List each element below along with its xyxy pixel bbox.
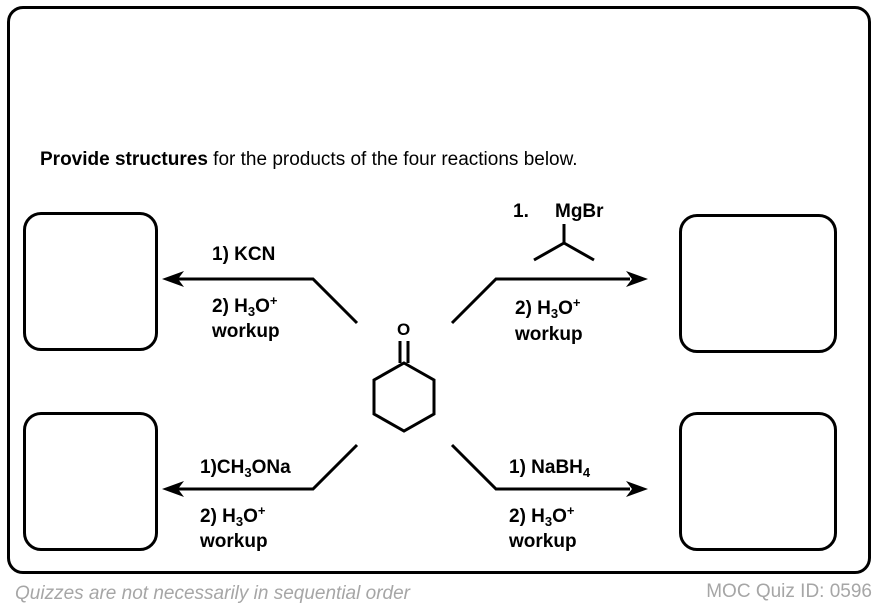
footer-disclaimer: Quizzes are not necessarily in sequentia… (15, 583, 410, 604)
text: 2) H (509, 506, 545, 527)
text: O (558, 298, 573, 319)
reagent-top-right-step2: 2) H3O+ (515, 295, 581, 321)
answer-box-top-left[interactable] (23, 212, 158, 351)
subscript: 3 (244, 465, 252, 480)
text: O (243, 506, 258, 527)
subscript: 3 (235, 514, 244, 529)
arrowhead-bottom-right (626, 481, 648, 497)
prompt-bold: Provide structures (40, 149, 208, 170)
isopropyl-right (563, 241, 595, 262)
cyclohexanone-ring (372, 361, 436, 433)
subscript: 3 (544, 514, 553, 529)
reagent-bottom-right-step1: 1) NaBH4 (509, 456, 590, 479)
reagent-bottom-right-step2: 2) H3O+ (509, 503, 575, 529)
answer-box-bottom-right[interactable] (679, 412, 837, 551)
arrowhead-top-left (162, 271, 184, 287)
text: O (552, 506, 567, 527)
reagent-bottom-left-step1: 1)CH3ONa (200, 456, 291, 479)
superscript: + (269, 293, 278, 308)
isopropyl-left (533, 241, 565, 262)
text: ONa (251, 457, 291, 478)
reagent-top-right-workup: workup (515, 324, 583, 345)
reagent-top-right-step1-number: 1. (513, 201, 529, 222)
reagent-bottom-right-workup: workup (509, 531, 577, 552)
arrow-bottom-right (450, 443, 630, 491)
carbonyl-oxygen-label: O (397, 320, 411, 339)
reagent-bottom-left-workup: workup (200, 531, 268, 552)
answer-box-bottom-left[interactable] (23, 412, 158, 551)
answer-box-top-right[interactable] (679, 214, 837, 353)
quiz-id: MOC Quiz ID: 0596 (706, 581, 872, 602)
prompt-rest: for the products of the four reactions b… (207, 149, 578, 170)
reagent-top-right-grignard: MgBr (555, 201, 604, 222)
arrow-top-left (170, 277, 359, 325)
superscript: + (566, 503, 575, 518)
subscript: 3 (247, 304, 256, 319)
reagent-top-left-step2: 2) H3O+ (212, 293, 278, 319)
text: 2) H (515, 298, 551, 319)
arrowhead-bottom-left (162, 481, 184, 497)
superscript: + (572, 295, 581, 310)
text: 1) NaBH (509, 457, 583, 478)
text: O (255, 296, 270, 317)
text: 1)CH (200, 457, 245, 478)
text: 2) H (200, 506, 236, 527)
quiz-card-frame (7, 6, 871, 574)
subscript: 4 (582, 465, 591, 480)
superscript: + (257, 503, 266, 518)
subscript: 3 (550, 306, 559, 321)
question-prompt: Provide structures for the products of t… (40, 149, 578, 171)
arrow-top-right (450, 277, 630, 325)
reagent-bottom-left-step2: 2) H3O+ (200, 503, 266, 529)
arrow-bottom-left (170, 443, 359, 491)
reagent-top-left-workup: workup (212, 321, 280, 342)
text: 2) H (212, 296, 248, 317)
reagent-top-left-step1: 1) KCN (212, 244, 276, 265)
arrowhead-top-right (626, 271, 648, 287)
